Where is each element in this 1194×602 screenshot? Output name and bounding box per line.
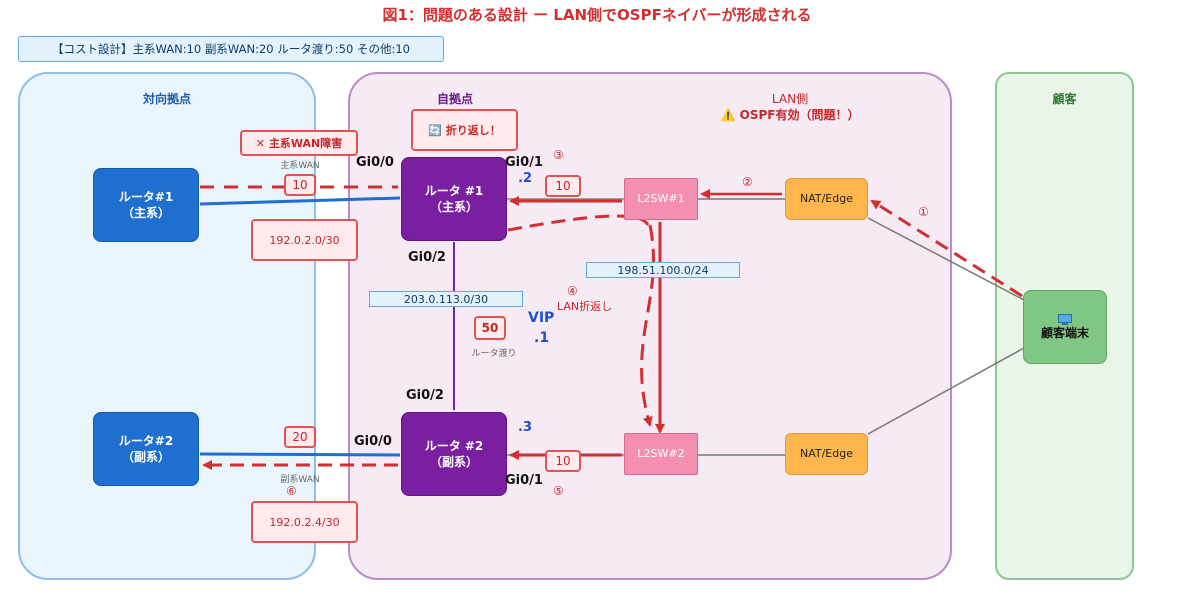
cost-primary-wan: 10 (284, 174, 316, 196)
primary-wan-label: 主系WAN (280, 161, 320, 171)
zone-lan-label: LAN側 (771, 92, 809, 106)
customer-terminal[interactable]: 顧客端末 (1023, 290, 1107, 364)
cost-r2-lan: 10 (545, 450, 581, 472)
flow-loopback-curve (507, 214, 650, 232)
cost-r1-lan: 10 (545, 175, 581, 197)
transit-link-label: ルータ渡り (471, 349, 517, 359)
subnet-transit: 203.0.113.0/30 (369, 291, 523, 307)
subnet-lan: 198.51.100.0/24 (586, 262, 740, 278)
page-title: 図1：問題のある設計 ー LAN側でOSPFネイバーが形成される (382, 6, 812, 24)
r2-gi02-label: Gi0/2 (406, 388, 444, 403)
step-4-marker: ④ (567, 284, 578, 298)
customer-terminal-label: 顧客端末 (1040, 325, 1089, 340)
r2-gi00-label: Gi0/0 (354, 434, 392, 449)
lan-ospf-warning: ⚠️ OSPF有効（問題！） (720, 108, 860, 122)
cost-legend: 【コスト設計】主系WAN:10 副系WAN:20 ルータ渡り:50 その他:10 (18, 36, 444, 62)
step-6-marker: ⑥ (286, 484, 297, 498)
subnet-secondary-wan: 192.0.2.4/30 (251, 501, 358, 543)
r1-lan-ip: .2 (518, 171, 532, 186)
nat2-customer-link (867, 347, 1025, 435)
flow-step4-arrow (640, 224, 655, 427)
local-router-2[interactable]: ルータ #2 （副系） (401, 412, 507, 496)
loopback-callout: 🔄 折り返し！ (411, 109, 518, 151)
cost-secondary-wan: 20 (284, 426, 316, 448)
zone-remote-label: 対向拠点 (142, 92, 191, 106)
zone-remote-site (18, 72, 316, 580)
l2sw-1[interactable]: L2SW#1 (624, 178, 698, 220)
secondary-wan-link (199, 452, 401, 457)
r2-lan-ip: .3 (518, 420, 532, 435)
subnet-primary-wan: 192.0.2.0/30 (251, 219, 358, 261)
wan-failure-callout: ✕ 主系WAN障害 (240, 130, 358, 156)
nat1-customer-link (867, 217, 1025, 301)
step-1-marker: ① (918, 205, 929, 219)
primary-wan-link (199, 196, 401, 206)
nat-edge-1[interactable]: NAT/Edge (785, 178, 868, 220)
nat-edge-2[interactable]: NAT/Edge (785, 433, 868, 475)
r1-gi01-label: Gi0/1 (505, 155, 543, 170)
monitor-icon (1058, 313, 1072, 325)
step-3-marker: ③ (553, 148, 564, 162)
cost-transit: 50 (474, 316, 506, 340)
vip-address: .1 (534, 330, 550, 346)
remote-router-2[interactable]: ルータ#2 （副系） (93, 412, 199, 486)
lan-loopback-label: LAN折返し (557, 300, 613, 313)
step-2-marker: ② (742, 175, 753, 189)
flow-step1-arrow (870, 199, 1023, 298)
secondary-wan-label: 副系WAN (280, 475, 320, 485)
r2-gi01-label: Gi0/1 (505, 473, 543, 488)
l2sw-2[interactable]: L2SW#2 (624, 433, 698, 475)
zone-local-label: 自拠点 (436, 92, 473, 106)
step-5-marker: ⑤ (553, 484, 564, 498)
vip-label: VIP (528, 310, 555, 326)
local-router-1[interactable]: ルータ #1 （主系） (401, 157, 507, 241)
remote-router-1[interactable]: ルータ#1 （主系） (93, 168, 199, 242)
zone-customer-label: 顧客 (1052, 92, 1077, 106)
r1-gi02-label: Gi0/2 (408, 250, 446, 265)
r1-gi00-label: Gi0/0 (356, 155, 394, 170)
